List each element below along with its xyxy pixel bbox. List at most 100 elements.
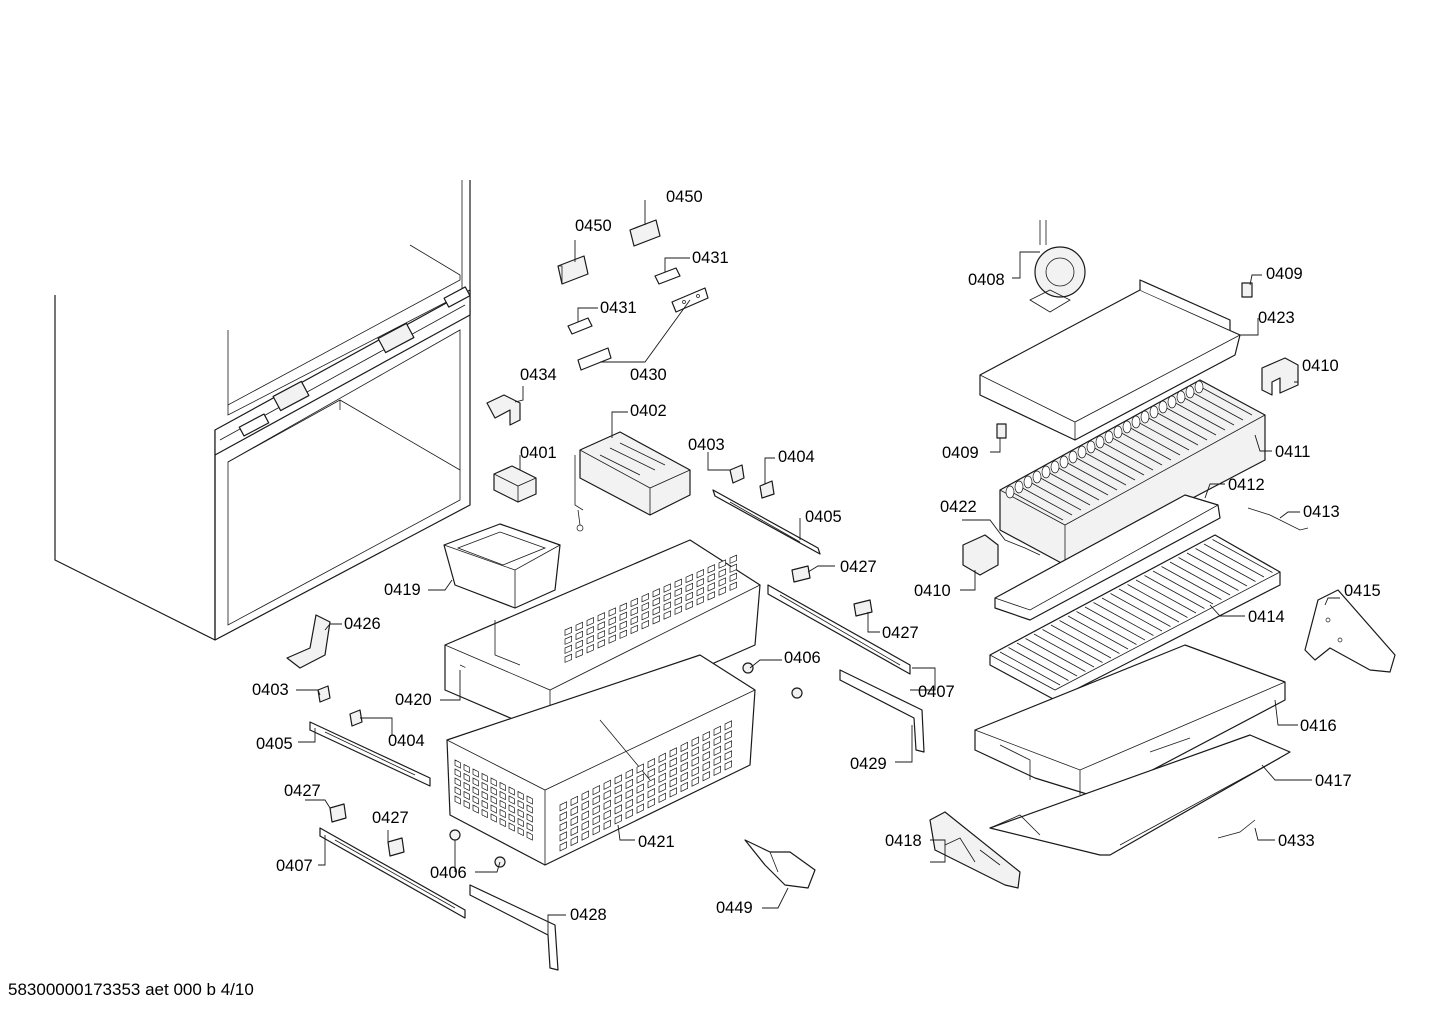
- basket-0421-hole: [702, 760, 710, 772]
- bracket-0426: [286, 614, 331, 669]
- label-0409-lower: 0409: [942, 444, 979, 462]
- tray-slat: [1050, 624, 1112, 659]
- basket-0420-hole: [729, 581, 737, 591]
- evaporator-tube: [1068, 450, 1078, 464]
- basket-0420-hole: [663, 610, 671, 620]
- heater-0412: [994, 494, 1221, 621]
- basket-0421-hole: [481, 799, 488, 810]
- basket-0420-hole: [718, 577, 726, 587]
- basket-0420-hole: [707, 582, 715, 592]
- label-0419: 0419: [384, 581, 421, 599]
- evaporator-tube: [1014, 480, 1024, 494]
- basket-0421-hole: [517, 817, 524, 828]
- basket-0421-hole: [669, 787, 677, 798]
- clip-0450-left: [557, 255, 589, 285]
- clip-0409-lower: [996, 423, 1007, 439]
- label-0427-lower: 0427: [882, 624, 919, 642]
- basket-0421-hole: [680, 741, 688, 753]
- basket-0421-hole: [454, 795, 461, 805]
- evaporator-fin: [1016, 484, 1073, 516]
- basket-0420-hole: [707, 564, 715, 574]
- label-0418: 0418: [885, 832, 922, 850]
- basket-0420-hole: [575, 639, 583, 650]
- basket-0421-hole: [680, 761, 688, 773]
- basket-0421-hole: [472, 777, 479, 787]
- basket-0421-hole: [463, 790, 470, 801]
- basket-0421-hole: [702, 730, 710, 742]
- tray-slat: [1076, 611, 1137, 645]
- basket-0420-hole: [729, 572, 737, 582]
- tray-grille: [999, 539, 1273, 686]
- evaporator-fin: [1052, 464, 1109, 496]
- basket-0421-hole: [702, 750, 710, 762]
- basket-0420-hole: [707, 591, 715, 601]
- basket-0421-hole: [691, 766, 699, 777]
- basket-0420-hole: [718, 568, 726, 578]
- evaporator-tube: [1059, 455, 1069, 469]
- basket-0421-hole: [472, 768, 479, 778]
- clip-0410-upper: [1261, 357, 1299, 396]
- basket-0421-hole: [570, 805, 578, 817]
- basket-0420-hole: [663, 583, 671, 593]
- tray-slat: [1178, 557, 1239, 591]
- label-0413: 0413: [1303, 503, 1340, 521]
- basket-0421-hole: [499, 781, 506, 792]
- basket-0421-hole: [481, 790, 488, 801]
- basket-0421-hole: [592, 824, 600, 836]
- label-0408: 0408: [968, 271, 1005, 289]
- basket-0421-hole: [592, 784, 600, 796]
- label-0404-right: 0404: [778, 448, 815, 466]
- basket-0421-hole: [658, 782, 666, 793]
- basket-0421-hole: [559, 831, 567, 842]
- label-0417: 0417: [1315, 772, 1352, 790]
- basket-0421-hole: [669, 757, 677, 768]
- label-0401: 0401: [520, 444, 557, 462]
- evaporator-fins: [1005, 380, 1253, 521]
- evaporator-fin: [1142, 414, 1199, 446]
- basket-0421-hole: [570, 815, 578, 827]
- tray-slat: [1144, 575, 1205, 609]
- tray-slat: [1127, 584, 1188, 618]
- tray-slat: [1195, 548, 1256, 582]
- basket-0421-hole: [625, 768, 633, 780]
- clip-0404-left: [349, 709, 363, 727]
- label-0415: 0415: [1344, 582, 1381, 600]
- evaporator-tube: [1131, 415, 1141, 429]
- evaporator-fin: [1160, 404, 1217, 436]
- label-0427-left-b: 0427: [372, 809, 409, 827]
- bracket-0428: [469, 884, 559, 971]
- rail-0405-right: [712, 489, 821, 555]
- label-0403-left: 0403: [252, 681, 289, 699]
- basket-0421-hole: [691, 746, 699, 757]
- basket-0420-hole: [608, 634, 616, 644]
- tray-slat: [1212, 539, 1273, 573]
- basket-0421-hole: [581, 830, 589, 841]
- basket-0421-hole: [490, 786, 497, 796]
- basket-0420-hole: [597, 639, 605, 649]
- label-0412: 0412: [1228, 476, 1265, 494]
- basket-0421-hole: [647, 777, 655, 789]
- basket-0421-hole: [669, 767, 677, 778]
- label-0426: 0426: [344, 615, 381, 633]
- basket-0421-hole: [724, 760, 732, 771]
- basket-0421: [446, 654, 756, 866]
- basket-0421-hole: [490, 777, 497, 787]
- basket-0421-hole: [526, 822, 533, 832]
- basket-0420-hole: [641, 619, 649, 630]
- label-0431-lower: 0431: [600, 299, 637, 317]
- basket-0421-hole: [581, 790, 589, 801]
- basket-0420-hole: [619, 602, 627, 612]
- wire-0413: [1247, 507, 1309, 531]
- evaporator-fin: [1088, 444, 1145, 476]
- evaporator-fin: [1061, 459, 1118, 491]
- label-0430: 0430: [630, 366, 667, 384]
- label-0403-right: 0403: [688, 436, 725, 454]
- basket-0421-hole: [691, 756, 699, 767]
- basket-0420-hole: [674, 587, 682, 597]
- basket-0420-hole: [608, 607, 616, 617]
- evaporator-fin: [1034, 474, 1091, 506]
- basket-0420-hole: [696, 595, 704, 606]
- basket-0420-hole: [641, 592, 649, 603]
- basket-0420-hole: [575, 648, 583, 659]
- wire-0422: [1004, 539, 1041, 556]
